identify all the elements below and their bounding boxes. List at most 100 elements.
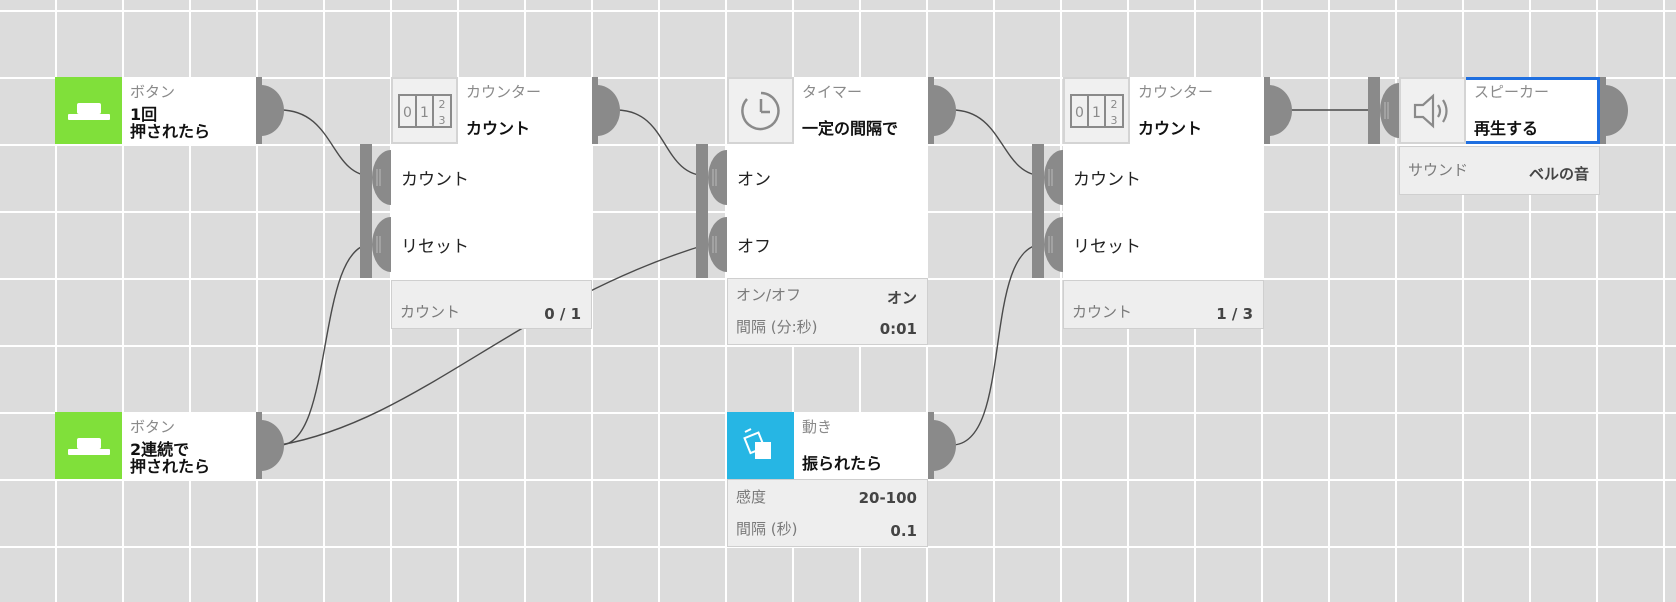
speaker-node-sound-label: サウンド bbox=[1408, 161, 1469, 179]
counter-node-2-input-port-reset[interactable] bbox=[1041, 211, 1063, 278]
counter-node-2-count-value: 1 / 3 bbox=[1216, 305, 1253, 323]
counter-node-1-input-port-count[interactable] bbox=[369, 144, 391, 211]
timer-node-input-on-label: オン bbox=[737, 170, 771, 190]
timer-node[interactable]: タイマー 一定の間隔で オン オフ オン/オフ オン 間隔 (分:秒) 0:01 bbox=[696, 77, 958, 345]
button-node-1-action-line2: 押されたら bbox=[130, 122, 211, 141]
svg-text:2: 2 bbox=[1110, 98, 1117, 111]
button-icon bbox=[67, 437, 110, 455]
speaker-node-header[interactable]: スピーカー 再生する bbox=[1399, 77, 1600, 144]
speaker-node-input-port[interactable] bbox=[1377, 77, 1399, 144]
button-node-1-category: ボタン bbox=[130, 83, 176, 101]
speaker-node-action: 再生する bbox=[1474, 119, 1539, 138]
svg-text:2: 2 bbox=[438, 98, 445, 111]
counter-node-2-input-port-count[interactable] bbox=[1041, 144, 1063, 211]
counter-node-1-inputs: カウント リセット bbox=[391, 144, 592, 278]
shake-icon bbox=[742, 427, 771, 459]
timer-node-onoff-label: オン/オフ bbox=[736, 286, 802, 304]
button-node-2-action-line1: 2連続で bbox=[130, 440, 190, 459]
counter-node-1-category: カウンター bbox=[466, 83, 542, 101]
counter-node-2-action: カウント bbox=[1138, 119, 1203, 138]
svg-text:0: 0 bbox=[1075, 105, 1084, 121]
timer-node-output-port[interactable] bbox=[928, 77, 956, 144]
timer-node-header[interactable]: タイマー 一定の間隔で bbox=[727, 77, 928, 144]
button-node-2-icon-box bbox=[55, 412, 122, 479]
counter-node-2-header[interactable]: 0 1 2 3 カウンター カウント bbox=[1063, 77, 1264, 144]
motion-node-action: 振られたら bbox=[802, 454, 883, 473]
counter-node-1-header[interactable]: 0 1 2 3 カウンター カウント bbox=[391, 77, 592, 144]
counter-node-2-inputs: カウント リセット bbox=[1063, 144, 1264, 278]
counter-icon: 0 1 2 3 bbox=[1069, 93, 1124, 128]
timer-node-inputs: オン オフ bbox=[727, 144, 928, 278]
speaker-node-input-ports bbox=[1368, 77, 1399, 144]
wire-button1-counter1-count[interactable] bbox=[279, 109, 373, 177]
motion-node-category: 動き bbox=[802, 418, 833, 436]
button-node-2-output-port[interactable] bbox=[256, 412, 284, 479]
counter-node-2-input-count-label: カウント bbox=[1073, 170, 1141, 190]
counter-node-1-input-port-reset[interactable] bbox=[369, 211, 391, 278]
timer-node-icon-box bbox=[727, 77, 794, 144]
button-icon bbox=[67, 102, 110, 120]
motion-node-sensitivity-value: 20-100 bbox=[858, 489, 917, 507]
motion-node-sensitivity-label: 感度 bbox=[736, 488, 767, 506]
motion-node-icon-box bbox=[727, 412, 794, 479]
counter-node-1-action: カウント bbox=[466, 119, 531, 138]
motion-node-interval-label: 間隔 (秒) bbox=[736, 520, 798, 538]
speaker-node-properties[interactable]: サウンド ベルの音 bbox=[1399, 146, 1600, 195]
speaker-node-category: スピーカー bbox=[1474, 83, 1550, 101]
counter-node-2-category: カウンター bbox=[1138, 83, 1214, 101]
svg-text:1: 1 bbox=[420, 105, 429, 121]
button-node-2[interactable]: ボタン 2連続で 押されたら bbox=[55, 412, 285, 479]
motion-node-properties[interactable]: 感度 20-100 間隔 (秒) 0.1 bbox=[727, 479, 928, 547]
timer-node-input-off-label: オフ bbox=[737, 237, 771, 257]
timer-node-action: 一定の間隔で bbox=[802, 119, 899, 138]
speaker-icon bbox=[1413, 93, 1448, 128]
button-node-1-action-line1: 1回 bbox=[130, 105, 158, 124]
motion-node-output-port[interactable] bbox=[928, 412, 956, 479]
counter-node-2-count-label: カウント bbox=[1072, 303, 1133, 321]
motion-node-interval-value: 0.1 bbox=[890, 522, 917, 540]
svg-text:1: 1 bbox=[1092, 105, 1101, 121]
counter-node-1-input-ports bbox=[360, 144, 391, 278]
counter-node-1-icon-box: 0 1 2 3 bbox=[391, 77, 458, 144]
button-node-1[interactable]: ボタン 1回 押されたら bbox=[55, 77, 285, 144]
counter-node-1-output-port[interactable] bbox=[592, 77, 620, 144]
timer-node-interval-label: 間隔 (分:秒) bbox=[736, 318, 818, 336]
wire-motion-counter2-reset[interactable] bbox=[951, 243, 1045, 446]
button-node-1-icon-box bbox=[55, 77, 122, 144]
counter-node-1-count-value: 0 / 1 bbox=[544, 305, 581, 323]
timer-node-input-port-on[interactable] bbox=[705, 144, 727, 211]
counter-node-1-count-label: カウント bbox=[400, 303, 461, 321]
counter-icon: 0 1 2 3 bbox=[397, 93, 452, 128]
motion-node-header[interactable]: 動き 振られたら bbox=[727, 412, 928, 479]
counter-node-1-input-count-label: カウント bbox=[401, 170, 469, 190]
counter-node-2-output-port[interactable] bbox=[1264, 77, 1292, 144]
counter-node-1-properties[interactable]: カウント 0 / 1 bbox=[391, 280, 592, 329]
wire-timer-counter2-count[interactable] bbox=[951, 109, 1045, 177]
button-node-2-action: 2連続で 押されたら bbox=[130, 441, 210, 475]
timer-node-properties[interactable]: オン/オフ オン 間隔 (分:秒) 0:01 bbox=[727, 278, 928, 345]
counter-node-1[interactable]: 0 1 2 3 カウンター カウント カウント リセット カウント 0 / 1 bbox=[360, 77, 622, 329]
counter-node-2-properties[interactable]: カウント 1 / 3 bbox=[1063, 280, 1264, 329]
counter-node-2[interactable]: 0 1 2 3 カウンター カウント カウント リセット カウント 1 / 3 bbox=[1032, 77, 1294, 329]
counter-node-1-input-reset-label: リセット bbox=[401, 237, 469, 257]
svg-text:0: 0 bbox=[403, 105, 412, 121]
counter-node-2-icon-box: 0 1 2 3 bbox=[1063, 77, 1130, 144]
button-node-2-header[interactable]: ボタン 2連続で 押されたら bbox=[55, 412, 258, 479]
wire-button2-counter1-reset[interactable] bbox=[279, 243, 373, 446]
button-node-1-action: 1回 押されたら bbox=[130, 106, 210, 140]
svg-text:3: 3 bbox=[1110, 114, 1117, 127]
speaker-node-output-port[interactable] bbox=[1600, 77, 1628, 144]
speaker-node-sound-value: ベルの音 bbox=[1528, 165, 1589, 183]
speaker-node-icon-box bbox=[1399, 77, 1466, 144]
button-node-2-action-line2: 押されたら bbox=[130, 457, 211, 476]
button-node-1-header[interactable]: ボタン 1回 押されたら bbox=[55, 77, 258, 144]
button-node-2-category: ボタン bbox=[130, 418, 176, 436]
motion-node[interactable]: 動き 振られたら 感度 20-100 間隔 (秒) 0.1 bbox=[727, 412, 958, 547]
counter-node-2-input-reset-label: リセット bbox=[1073, 237, 1141, 257]
timer-node-input-port-off[interactable] bbox=[705, 211, 727, 278]
button-node-1-output-port[interactable] bbox=[256, 77, 284, 144]
counter-node-2-input-ports bbox=[1032, 144, 1063, 278]
timer-icon bbox=[740, 91, 780, 130]
speaker-node[interactable]: スピーカー 再生する サウンド ベルの音 bbox=[1368, 77, 1630, 195]
wire-counter1-timer-on[interactable] bbox=[615, 109, 709, 177]
